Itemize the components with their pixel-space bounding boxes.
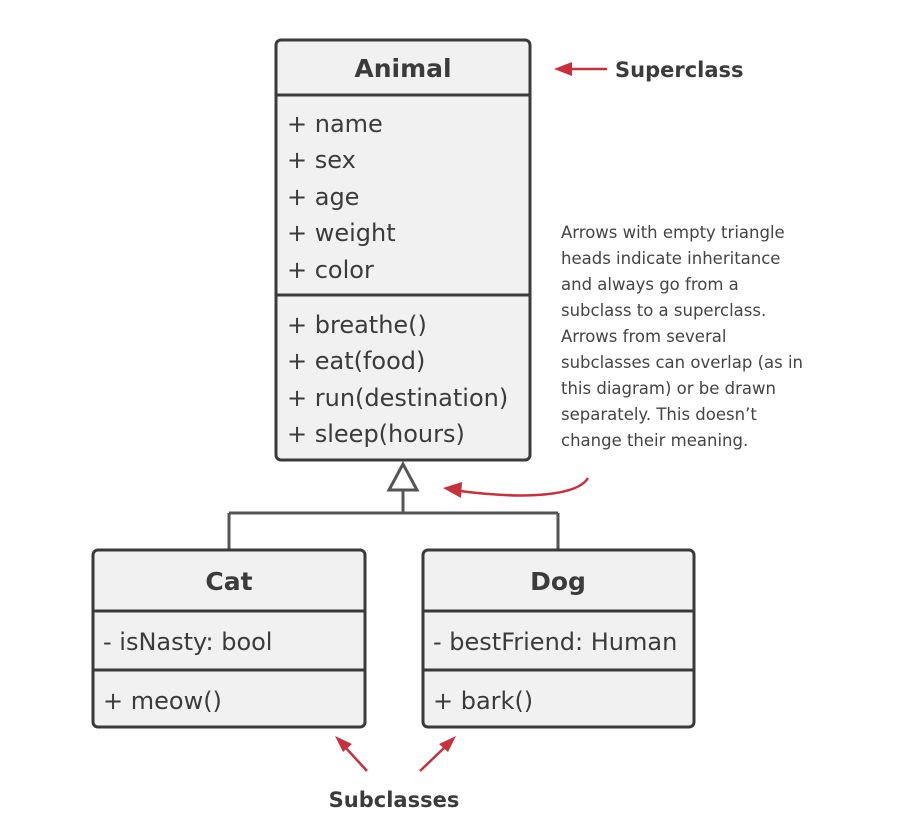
attribute-isnasty: - isNasty: bool xyxy=(103,628,272,656)
subclass-arrowhead-cat xyxy=(335,736,352,752)
subclasses-label: Subclasses xyxy=(329,788,460,812)
note-line: separately. This doesn’t xyxy=(561,405,757,424)
note-line: subclasses can overlap (as in xyxy=(561,353,803,372)
superclass-arrowhead xyxy=(554,62,572,76)
attribute-bestfriend: - bestFriend: Human xyxy=(433,628,677,656)
note-pointer-arrowhead xyxy=(443,482,462,498)
class-box-dog: Dog - bestFriend: Human + bark() xyxy=(421,548,696,729)
class-box-cat: Cat - isNasty: bool + meow() xyxy=(91,548,367,729)
superclass-label: Superclass xyxy=(615,58,744,82)
note-line: and always go from a xyxy=(561,275,739,294)
attribute-color: + color xyxy=(287,256,374,284)
note-line: Arrows with empty triangle xyxy=(561,223,785,242)
class-name-cat: Cat xyxy=(205,567,252,596)
inheritance-note: Arrows with empty triangle heads indicat… xyxy=(443,223,803,498)
method-meow: + meow() xyxy=(103,687,222,715)
class-name-animal: Animal xyxy=(354,54,451,83)
class-name-dog: Dog xyxy=(530,567,586,596)
method-bark: + bark() xyxy=(433,687,533,715)
note-line: change their meaning. xyxy=(561,431,748,450)
superclass-annotation: Superclass xyxy=(554,58,744,82)
method-sleep: + sleep(hours) xyxy=(287,420,465,448)
attribute-age: + age xyxy=(287,183,359,211)
subclass-arrowhead-dog xyxy=(439,736,456,752)
attribute-sex: + sex xyxy=(287,146,356,174)
note-line: subclass to a superclass. xyxy=(561,301,766,320)
empty-triangle-arrowhead xyxy=(386,460,420,492)
method-breathe: + breathe() xyxy=(287,311,427,339)
subclasses-annotation: Subclasses xyxy=(329,736,460,812)
method-run: + run(destination) xyxy=(287,384,508,412)
method-eat: + eat(food) xyxy=(287,347,425,375)
attribute-weight: + weight xyxy=(287,219,396,247)
attribute-name: + name xyxy=(287,110,383,138)
class-box-animal: Animal + name + sex + age + weight + col… xyxy=(274,38,532,462)
note-line: this diagram) or be drawn xyxy=(561,379,776,398)
inheritance-connector xyxy=(227,460,560,550)
note-pointer-arrow xyxy=(459,477,590,497)
note-line: heads indicate inheritance xyxy=(561,249,780,268)
note-line: Arrows from several xyxy=(561,327,726,346)
